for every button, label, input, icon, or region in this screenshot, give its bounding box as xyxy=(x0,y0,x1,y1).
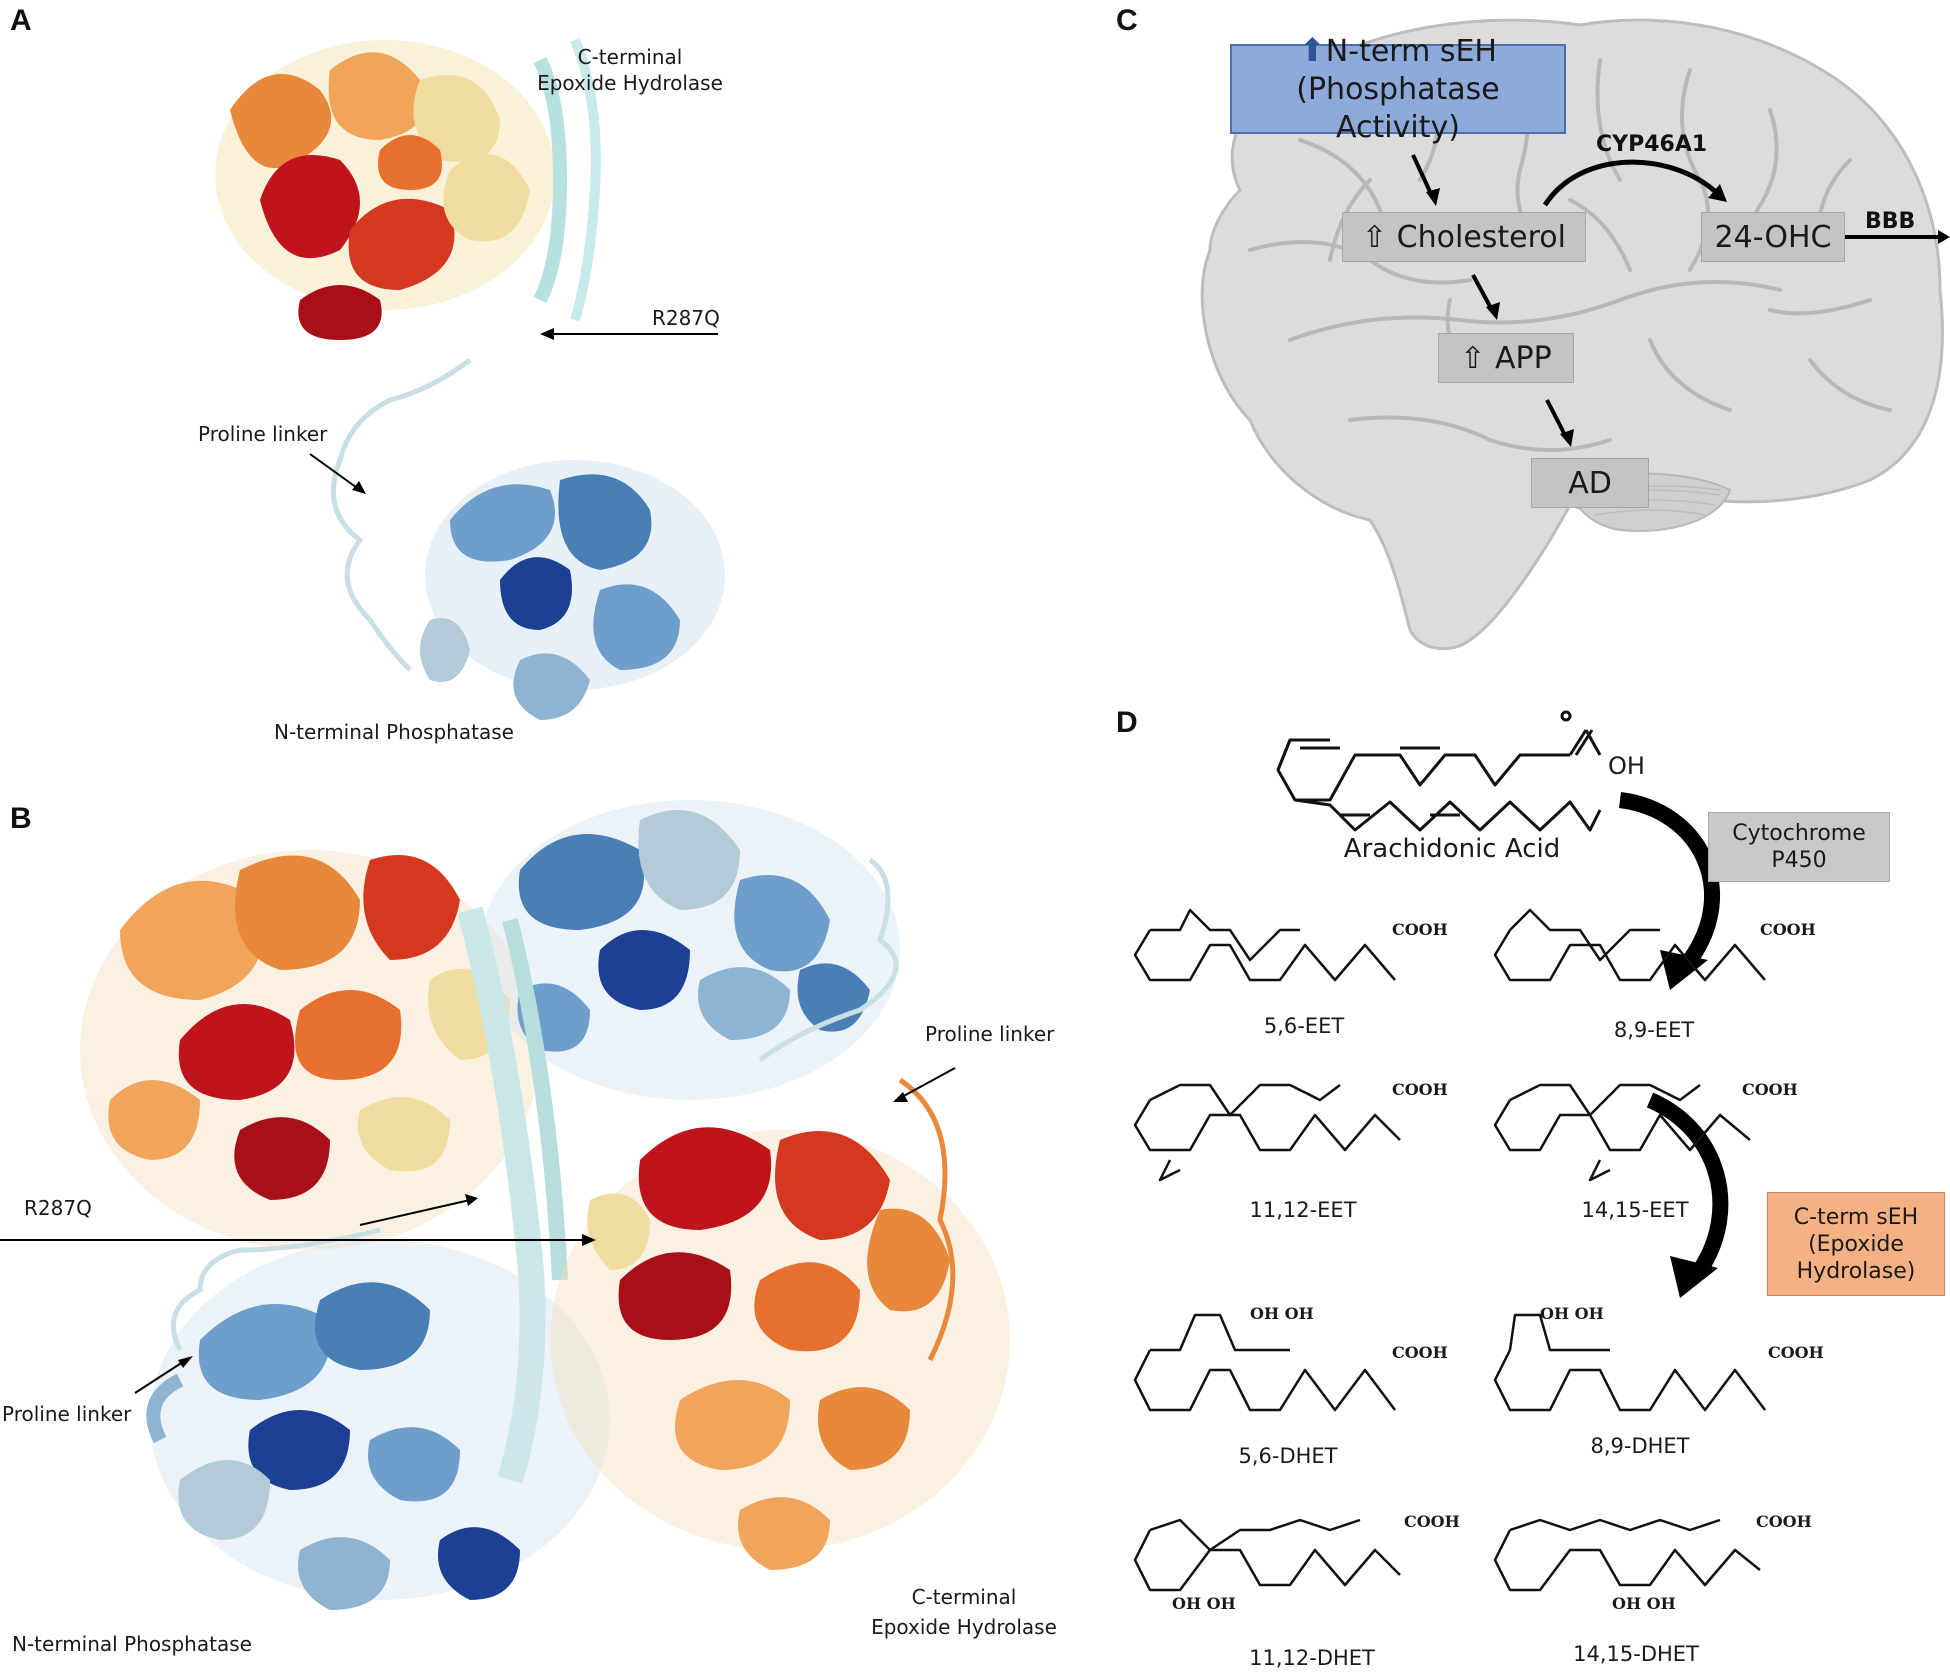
cooh-label: COOH xyxy=(1760,920,1816,939)
c-term-seh-box: C-term sEH (Epoxide Hydrolase) xyxy=(1767,1192,1945,1296)
cooh-label: COOH xyxy=(1742,1080,1798,1099)
carboxyl-oh-label: OH xyxy=(1608,752,1645,780)
dhet-8-9-label: 8,9-DHET xyxy=(1590,1434,1690,1458)
panel-b-label: B xyxy=(10,802,32,835)
arachidonic-acid-structure xyxy=(1276,710,1602,832)
dhet-11-12-label: 11,12-DHET xyxy=(1249,1646,1375,1670)
panel-a-proline-linker xyxy=(330,357,472,672)
eet-14-15-label: 14,15-EET xyxy=(1581,1198,1689,1222)
cooh-label: COOH xyxy=(1404,1512,1460,1531)
ad-box: AD xyxy=(1531,458,1649,508)
c-term-seh-line2: (Epoxide xyxy=(1808,1231,1904,1257)
panel-b-c-terminal-label: C-terminal Epoxide Hydrolase xyxy=(871,1585,1057,1639)
panel-a-n-terminal-domain xyxy=(420,460,725,720)
panel-b-linker-top-label: Proline linker xyxy=(925,1022,1055,1046)
panel-d-label: D xyxy=(1116,706,1138,739)
cooh-label: COOH xyxy=(1392,1080,1448,1099)
n-term-seh-title: N-term sEH xyxy=(1325,34,1497,69)
panel-b-n-terminal-label: N-terminal Phosphatase xyxy=(12,1632,252,1656)
n-term-seh-box: ⬆N-term sEH (Phosphatase Activity) xyxy=(1230,31,1566,145)
panel-a-protein-structure xyxy=(215,38,725,720)
panel-c-label: C xyxy=(1116,4,1138,37)
cooh-label: COOH xyxy=(1392,920,1448,939)
eet-8-9-label: 8,9-EET xyxy=(1613,1018,1695,1042)
panel-a-mutation-label: R287Q xyxy=(652,306,720,330)
panel-a-c-terminal-label: C-terminal Epoxide Hydrolase xyxy=(537,45,723,95)
dhet-structures xyxy=(1133,1313,1766,1592)
c-term-seh-line1: C-term sEH xyxy=(1793,1204,1919,1230)
panel-b-proline-linker-left xyxy=(170,1227,381,1352)
panel-b-proline-linker-top xyxy=(758,857,899,1063)
panel-a-c-terminal-domain xyxy=(215,38,601,340)
cooh-label: COOH xyxy=(1756,1512,1812,1531)
up-arrow-icon: ⬆ xyxy=(1298,31,1326,69)
panel-b-lower-n-terminal xyxy=(146,1240,610,1610)
diol-oh-label: OH OH xyxy=(1250,1304,1314,1323)
bbb-label: BBB xyxy=(1865,209,1916,234)
panel-b-lower-c-terminal xyxy=(550,1077,1010,1570)
cytochrome-p450-line2: P450 xyxy=(1771,848,1827,873)
panel-d-chemistry xyxy=(1133,710,1766,1592)
panel-a-label: A xyxy=(10,4,32,37)
panel-b-mutation-label: R287Q xyxy=(24,1196,92,1220)
cooh-label: COOH xyxy=(1392,1343,1448,1362)
cooh-label: COOH xyxy=(1768,1343,1824,1362)
cytochrome-p450-box: Cytochrome P450 xyxy=(1708,812,1890,882)
cholesterol-box: ⇧ Cholesterol xyxy=(1342,212,1586,262)
arachidonic-acid-label: Arachidonic Acid xyxy=(1343,834,1561,864)
dhet-5-6-label: 5,6-DHET xyxy=(1238,1444,1338,1468)
diol-oh-label: OH OH xyxy=(1172,1594,1236,1613)
n-term-seh-subtitle: (Phosphatase Activity) xyxy=(1296,72,1500,145)
panel-a-linker-label: Proline linker xyxy=(198,422,328,446)
panel-b-protein-structure xyxy=(0,800,1010,1610)
app-box: ⇧ APP xyxy=(1438,333,1574,383)
eet-structures xyxy=(1133,908,1766,1182)
panel-b-linker-left-label: Proline linker xyxy=(2,1402,132,1426)
cytochrome-p450-line1: Cytochrome xyxy=(1732,821,1866,846)
eet-11-12-label: 11,12-EET xyxy=(1249,1198,1357,1222)
dhet-14-15-label: 14,15-DHET xyxy=(1573,1642,1699,1666)
cyp46a1-label: CYP46A1 xyxy=(1596,132,1708,157)
24-ohc-box: 24-OHC xyxy=(1701,212,1845,262)
panel-a-n-terminal-label: N-terminal Phosphatase xyxy=(274,720,514,744)
diol-oh-label: OH OH xyxy=(1540,1304,1604,1323)
diol-oh-label: OH OH xyxy=(1612,1594,1676,1613)
panel-b-upper-n-terminal xyxy=(480,800,900,1100)
eet-5-6-label: 5,6-EET xyxy=(1263,1014,1345,1038)
c-term-seh-line3: Hydrolase) xyxy=(1796,1258,1916,1284)
